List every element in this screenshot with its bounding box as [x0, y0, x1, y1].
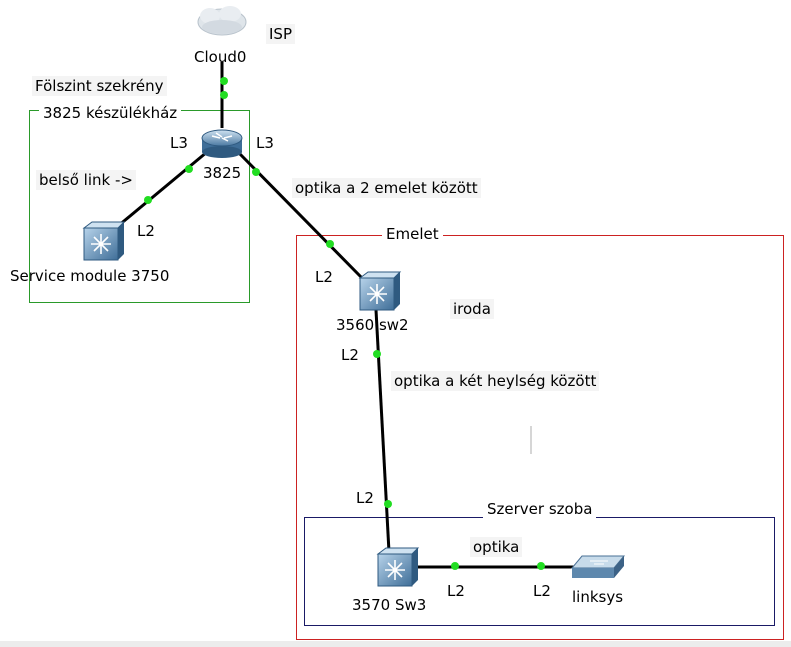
link-endpoint [252, 168, 260, 176]
switch-icon[interactable] [570, 555, 626, 578]
service-module-layer-label: L2 [137, 222, 155, 240]
link-endpoint [185, 165, 193, 173]
multilayer-switch-icon[interactable] [376, 547, 420, 587]
link-endpoint [326, 240, 334, 248]
floor-fiber-label: optika a 2 emelet között [292, 178, 481, 198]
multilayer-switch-icon[interactable] [82, 221, 126, 261]
linksys-layer-label: L2 [533, 582, 551, 600]
sw2-top-layer-label: L2 [315, 268, 333, 286]
link-endpoint [537, 562, 545, 570]
room-fiber-label: optika a két heylség között [391, 371, 600, 391]
canvas-bottom-edge [0, 641, 791, 647]
link-endpoint [384, 500, 392, 508]
isp-label: ISP [266, 24, 295, 44]
link-endpoint [220, 77, 228, 85]
router-label: 3825 [203, 164, 242, 182]
link-router-service-module[interactable] [117, 150, 208, 228]
floor-title: Emelet [382, 225, 443, 243]
upstairs-cabinet-label: Fölszint szekrény [32, 76, 167, 96]
router-icon[interactable] [201, 129, 243, 158]
sw2-bottom-layer-label: L2 [341, 346, 359, 364]
service-module-label: Service module 3750 [10, 267, 170, 285]
router-housing-title: 3825 készülékház [39, 104, 182, 122]
link-endpoint [144, 196, 152, 204]
internal-link-label: belső link -> [36, 170, 136, 190]
router-left-layer-label: L3 [170, 134, 188, 152]
sw3-top-layer-label: L2 [356, 489, 374, 507]
server-room-title: Szerver szoba [483, 500, 597, 518]
cloud-label: Cloud0 [194, 48, 247, 66]
sw2-label: 3560 sw2 [336, 316, 409, 334]
floor-zone [296, 235, 784, 640]
link-endpoint [373, 350, 381, 358]
link-endpoint [220, 91, 228, 99]
sw3-label: 3570 Sw3 [352, 596, 427, 614]
router-right-layer-label: L3 [256, 134, 274, 152]
link-sw2-sw3[interactable] [374, 309, 391, 553]
cloud-icon[interactable] [197, 6, 247, 36]
link-endpoints [144, 77, 545, 570]
sw3-right-layer-label: L2 [447, 582, 465, 600]
linksys-label: linksys [572, 588, 624, 606]
office-label: iroda [450, 299, 494, 319]
multilayer-switch-icon[interactable] [358, 271, 402, 311]
link-endpoint [451, 562, 459, 570]
fiber-label: optika [470, 537, 523, 557]
